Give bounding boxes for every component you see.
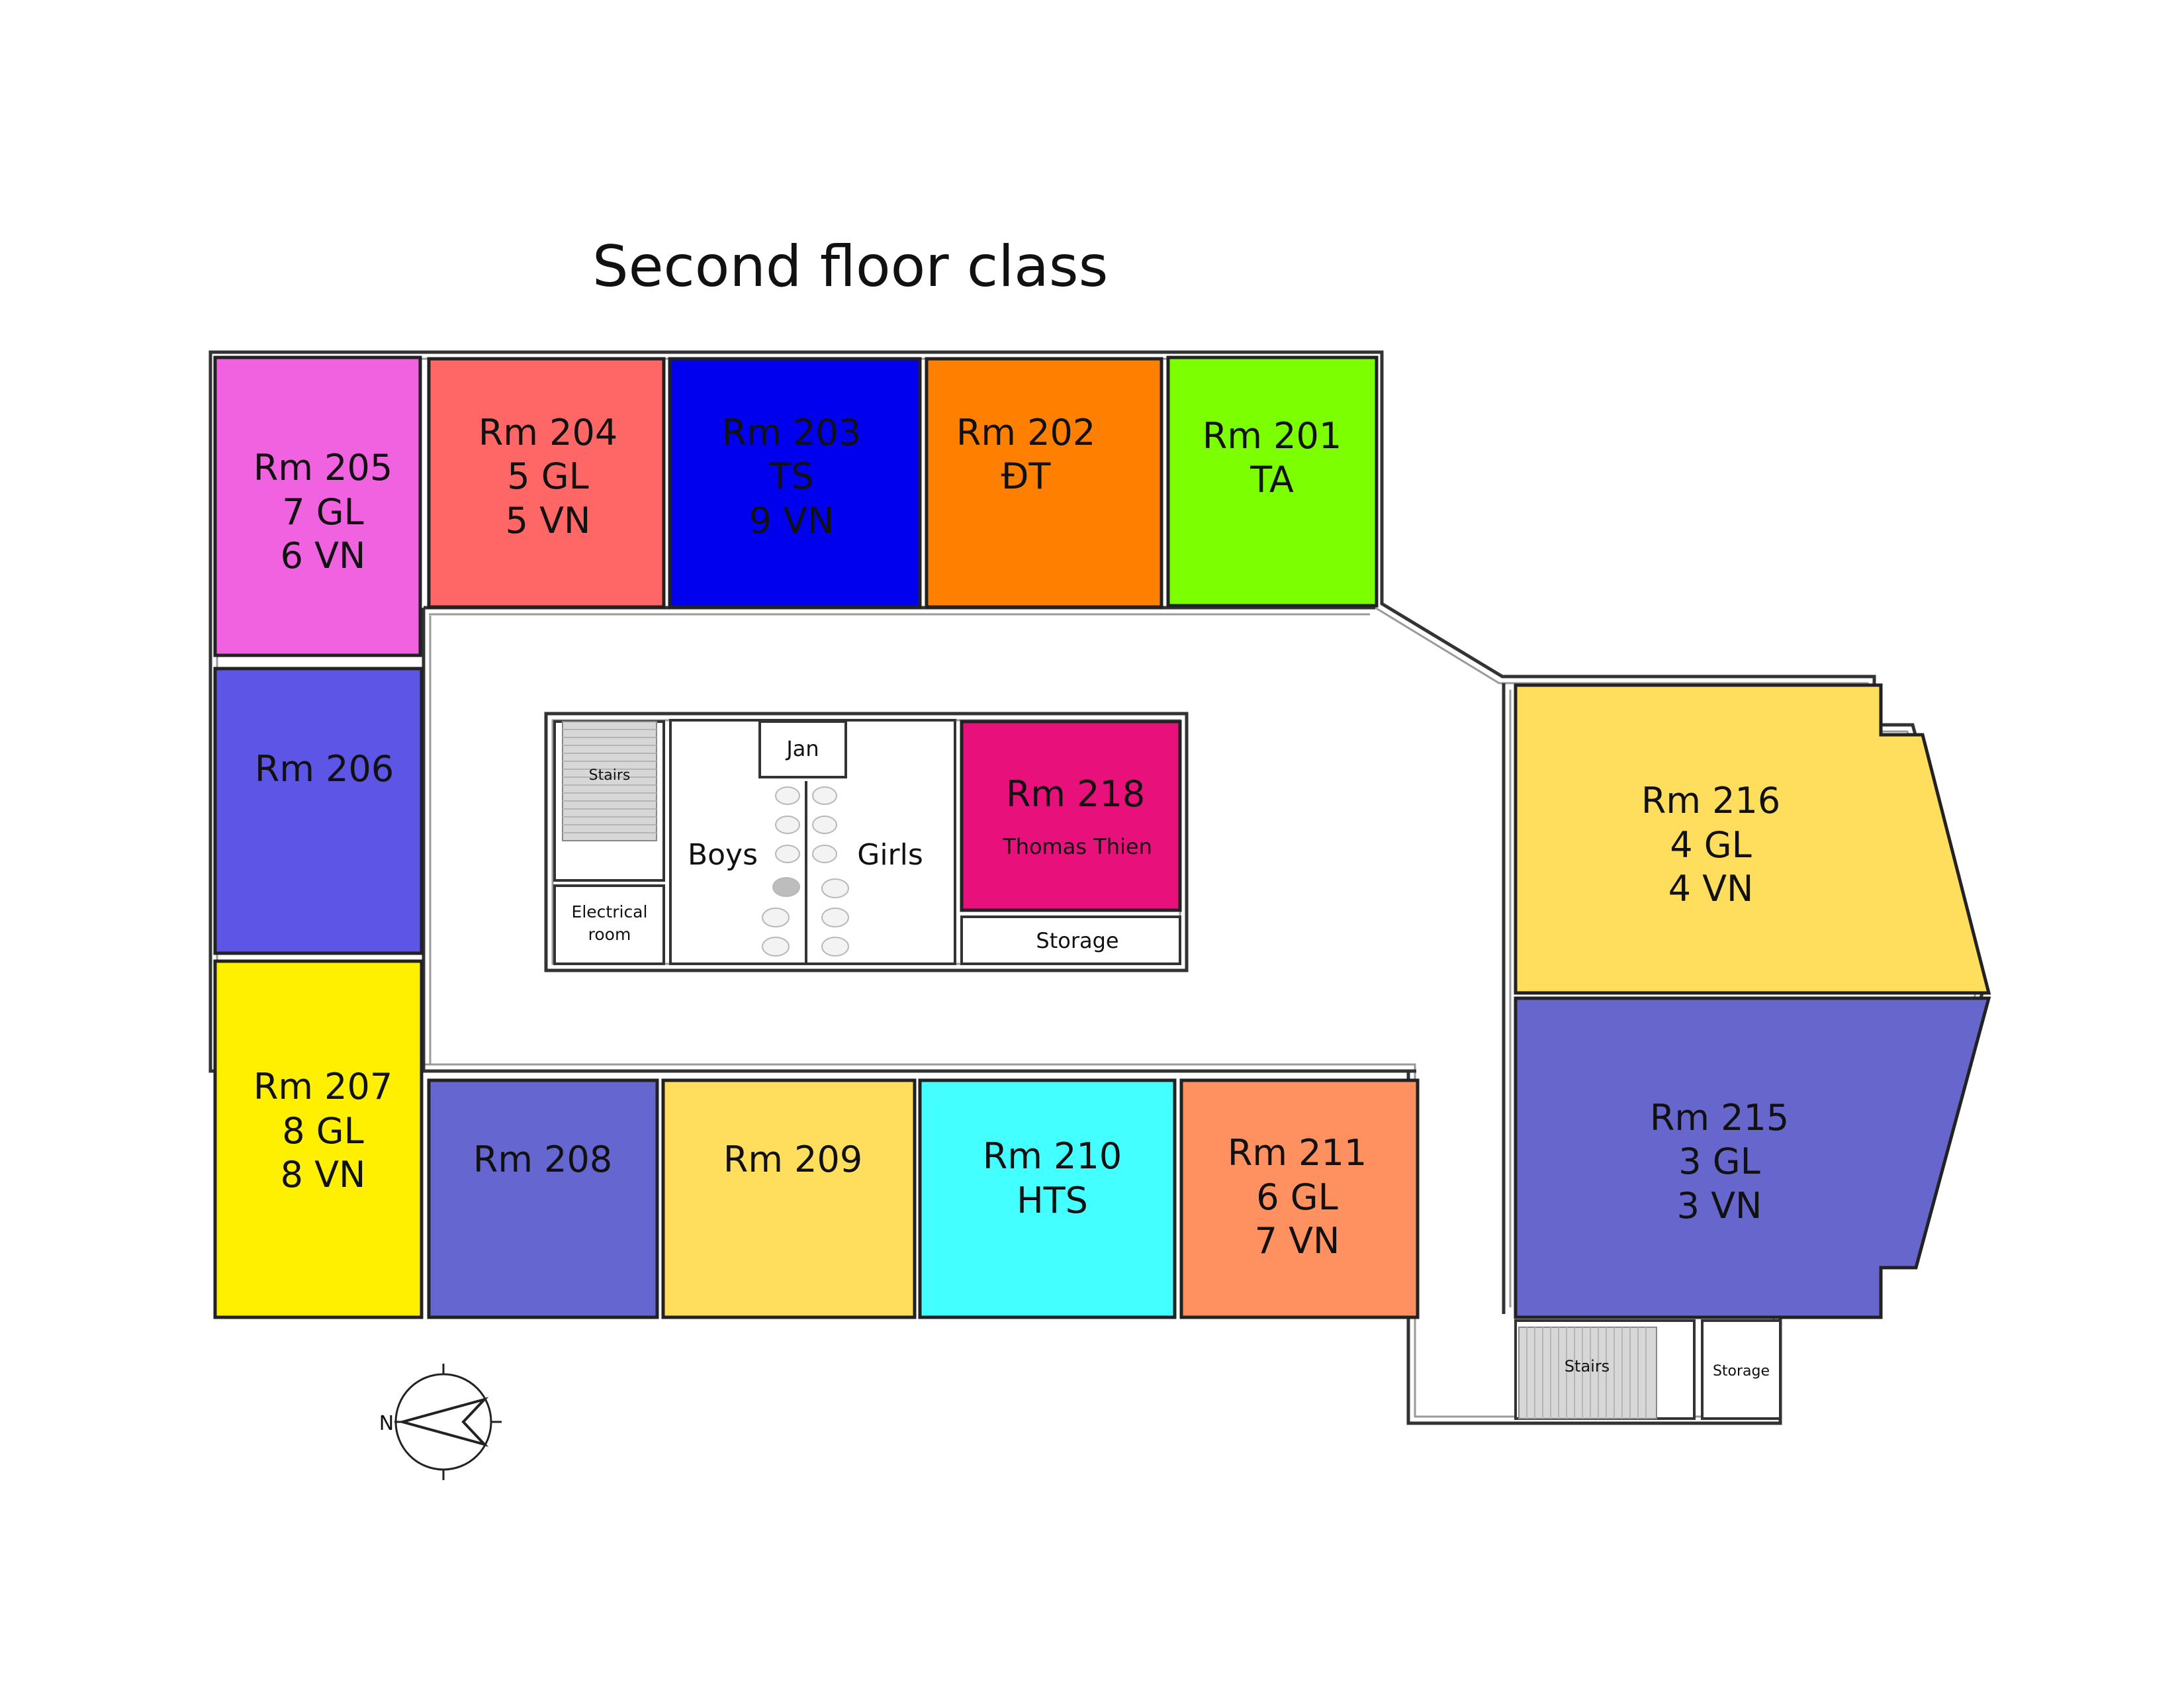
janitor-label: Jan bbox=[785, 736, 819, 761]
core-stairs[interactable]: Stairs bbox=[553, 720, 665, 882]
room-216-gl: 4 GL bbox=[1670, 824, 1751, 866]
room-215[interactable]: Rm 215 3 GL 3 VN bbox=[1514, 996, 1991, 1319]
room-211-number: Rm 211 bbox=[1228, 1132, 1367, 1174]
room-204[interactable]: Rm 204 5 GL 5 VN bbox=[427, 357, 666, 609]
room-206-number: Rm 206 bbox=[255, 748, 394, 790]
electrical-room-label-2: room bbox=[588, 925, 631, 944]
room-205[interactable]: Rm 205 7 GL 6 VN bbox=[213, 355, 422, 657]
north-letter: N bbox=[379, 1412, 394, 1435]
room-218-teacher: Thomas Thien bbox=[1002, 834, 1152, 859]
restrooms: Jan Boys Girls bbox=[669, 719, 956, 965]
janitor-closet[interactable]: Jan bbox=[758, 720, 847, 778]
room-203[interactable]: Rm 203 TS 9 VN bbox=[668, 357, 922, 609]
room-215-gl: 3 GL bbox=[1678, 1141, 1760, 1182]
room-203-vn: 9 VN bbox=[749, 500, 835, 541]
page-title: Second floor class bbox=[592, 234, 1108, 300]
core-storage-label: Storage bbox=[1036, 928, 1118, 953]
north-arrow-icon: N bbox=[379, 1364, 502, 1480]
room-216[interactable]: Rm 216 4 GL 4 VN bbox=[1514, 683, 1991, 995]
room-204-gl: 5 GL bbox=[507, 455, 588, 497]
room-201[interactable]: Rm 201 TA bbox=[1166, 355, 1379, 608]
room-211-gl: 6 GL bbox=[1256, 1176, 1338, 1218]
girls-restroom[interactable]: Girls bbox=[857, 838, 923, 872]
core-storage[interactable]: Storage bbox=[960, 915, 1181, 965]
room-206[interactable]: Rm 206 bbox=[213, 667, 424, 955]
room-207-vn: 8 VN bbox=[281, 1154, 366, 1196]
room-218-number: Rm 218 bbox=[1006, 773, 1145, 815]
room-215-number: Rm 215 bbox=[1650, 1097, 1789, 1139]
room-211-vn: 7 VN bbox=[1255, 1220, 1340, 1262]
room-205-gl: 7 GL bbox=[282, 491, 363, 533]
room-203-code: TS bbox=[768, 455, 813, 497]
room-210-number: Rm 210 bbox=[983, 1135, 1122, 1177]
room-208-number: Rm 208 bbox=[473, 1139, 612, 1180]
room-202-number: Rm 202 bbox=[956, 412, 1095, 453]
girls-label: Girls bbox=[857, 838, 923, 872]
electrical-room[interactable]: Electrical room bbox=[553, 884, 665, 965]
room-204-number: Rm 204 bbox=[478, 412, 617, 453]
core-stairs-label: Stairs bbox=[589, 767, 631, 784]
boys-restroom[interactable]: Boys bbox=[688, 838, 758, 872]
room-215-vn: 3 VN bbox=[1677, 1185, 1762, 1227]
room-201-code: TA bbox=[1250, 459, 1294, 500]
room-202[interactable]: Rm 202 ĐT bbox=[925, 357, 1163, 609]
room-204-vn: 5 VN bbox=[506, 500, 591, 541]
electrical-room-label-1: Electrical bbox=[572, 902, 648, 921]
annex-stairs-label: Stairs bbox=[1565, 1357, 1610, 1376]
room-203-number: Rm 203 bbox=[722, 412, 861, 453]
room-211[interactable]: Rm 211 6 GL 7 VN bbox=[1179, 1078, 1420, 1319]
room-205-number: Rm 205 bbox=[253, 447, 392, 489]
room-218[interactable]: Rm 218 Thomas Thien bbox=[960, 720, 1182, 912]
room-210-code: HTS bbox=[1017, 1180, 1088, 1221]
toilet-fixtures-icon bbox=[762, 786, 849, 957]
central-core: Stairs Electrical room Jan Boys Girls bbox=[544, 712, 1189, 972]
room-202-code: ĐT bbox=[1001, 455, 1052, 497]
boys-label: Boys bbox=[688, 838, 758, 872]
east-annex: Stairs Storage bbox=[1514, 1319, 1782, 1420]
room-207-gl: 8 GL bbox=[282, 1110, 363, 1152]
room-210[interactable]: Rm 210 HTS bbox=[918, 1078, 1177, 1319]
room-209[interactable]: Rm 209 bbox=[661, 1078, 917, 1319]
room-216-number: Rm 216 bbox=[1641, 780, 1780, 821]
room-207-number: Rm 207 bbox=[253, 1066, 392, 1107]
room-201-number: Rm 201 bbox=[1203, 415, 1342, 457]
annex-storage-label: Storage bbox=[1713, 1363, 1770, 1380]
room-208[interactable]: Rm 208 bbox=[427, 1078, 659, 1319]
room-209-number: Rm 209 bbox=[723, 1139, 862, 1180]
annex-stairs[interactable]: Stairs bbox=[1514, 1319, 1696, 1420]
room-205-vn: 6 VN bbox=[281, 535, 366, 577]
room-216-vn: 4 VN bbox=[1668, 868, 1754, 910]
annex-storage[interactable]: Storage bbox=[1701, 1319, 1782, 1420]
room-207[interactable]: Rm 207 8 GL 8 VN bbox=[213, 959, 424, 1319]
